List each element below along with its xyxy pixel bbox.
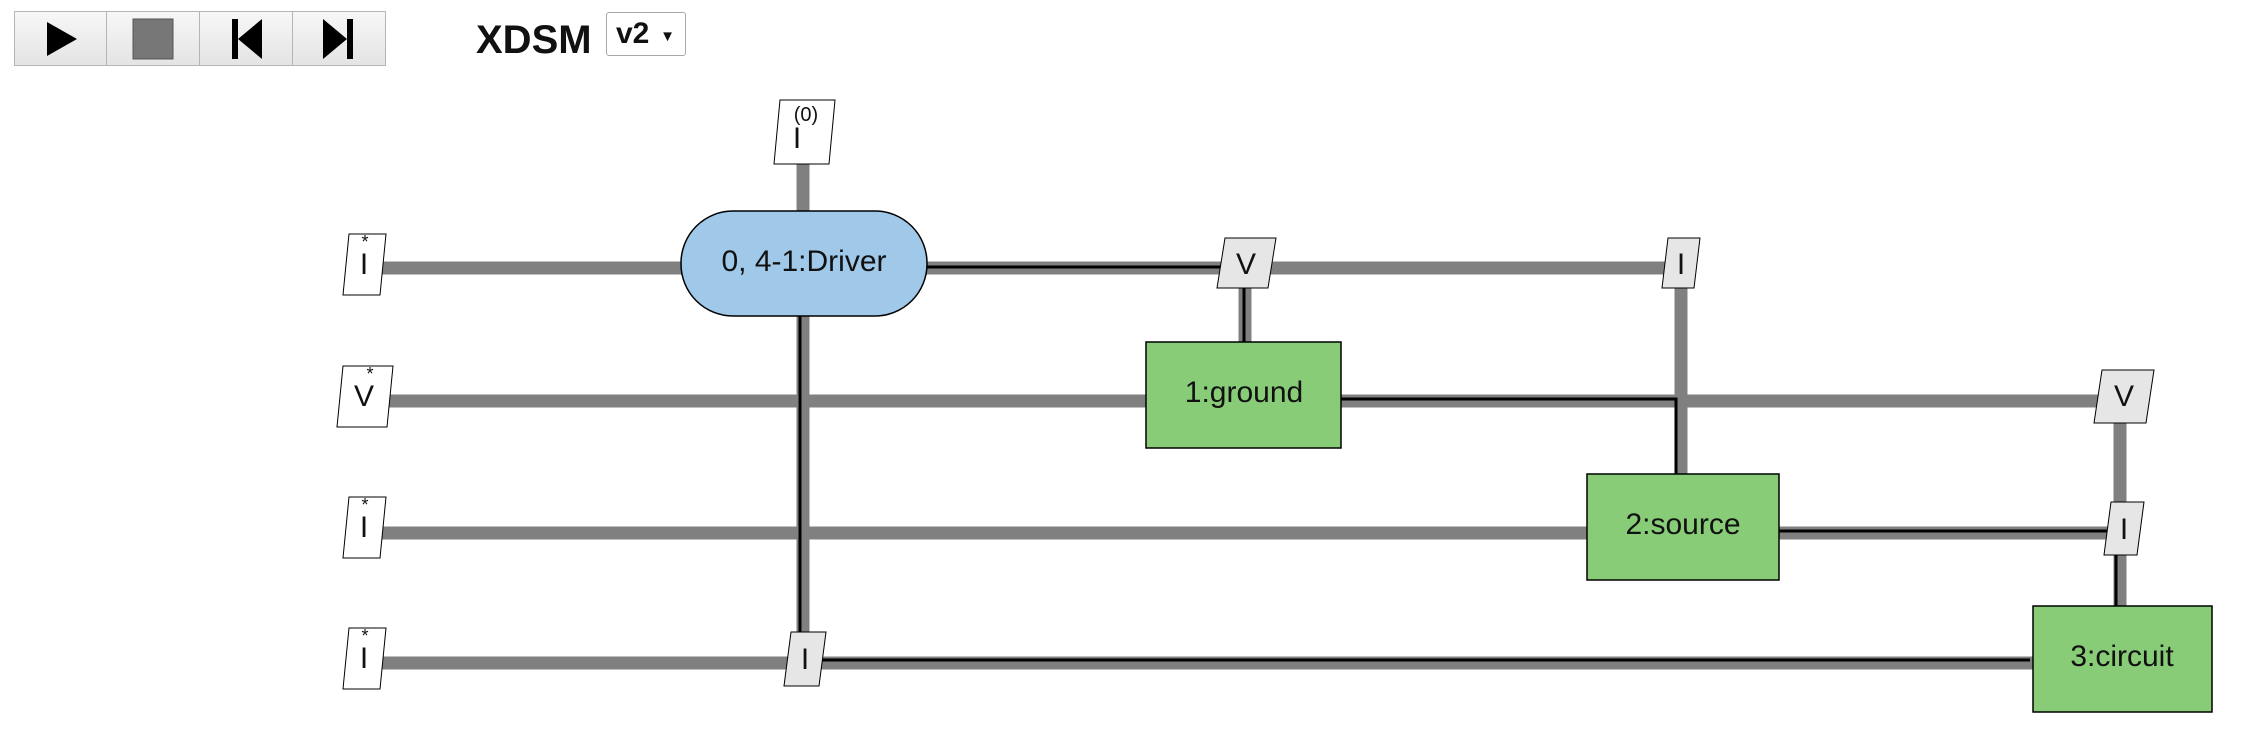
input-var-row-source-label: I xyxy=(360,511,368,544)
input-var-driver-top-label: I xyxy=(793,122,801,155)
version-select[interactable]: v2 ▼ xyxy=(606,12,686,56)
node-driver-label: 0, 4-1:Driver xyxy=(721,245,886,278)
input-var-row-circuit-label: I xyxy=(360,642,368,675)
process-line-circuit-driver xyxy=(798,310,2030,662)
process-lines xyxy=(798,265,2118,662)
input-var-row-driver: I * xyxy=(342,232,387,296)
play-button[interactable] xyxy=(14,11,107,66)
version-select-value: v2 xyxy=(616,17,650,50)
node-ground-label: 1:ground xyxy=(1185,376,1303,409)
coupling-var-driver-ground-label: V xyxy=(1236,248,1256,281)
input-var-row-circuit-sup: * xyxy=(361,626,368,646)
input-var-row-driver-label: I xyxy=(360,248,368,281)
coupling-var-source-circuit: I xyxy=(2103,501,2145,556)
coupling-var-circuit-driver-label: I xyxy=(801,643,809,676)
play-icon xyxy=(46,21,77,56)
page-title: XDSM xyxy=(476,18,592,62)
toolbar xyxy=(14,11,386,66)
node-driver[interactable]: 0, 4-1:Driver xyxy=(680,210,928,317)
stop-button[interactable] xyxy=(107,11,200,66)
coupling-var-source-circuit-label: I xyxy=(2120,513,2128,546)
input-var-row-driver-sup: * xyxy=(361,232,368,252)
coupling-var-circuit-driver: I xyxy=(783,631,827,687)
node-source-label: 2:source xyxy=(1625,508,1740,541)
input-var-row-ground: V * xyxy=(336,364,394,428)
node-ground[interactable]: 1:ground xyxy=(1145,341,1342,449)
input-var-row-ground-sup: * xyxy=(366,364,373,384)
node-circuit-label: 3:circuit xyxy=(2070,640,2174,673)
coupling-var-driver-source-label: I xyxy=(1677,248,1685,281)
input-var-driver-top-sup: (0) xyxy=(794,104,818,126)
coupling-var-driver-source: I xyxy=(1661,237,1701,289)
step-back-icon xyxy=(232,18,262,59)
coupling-var-driver-ground: V xyxy=(1216,237,1277,289)
node-source[interactable]: 2:source xyxy=(1586,473,1780,581)
node-circuit[interactable]: 3:circuit xyxy=(2032,605,2213,713)
step-forward-icon xyxy=(323,18,353,59)
coupling-var-ground-circuit: V xyxy=(2093,369,2155,424)
process-line-driver-ground xyxy=(900,265,1246,345)
coupling-var-ground-circuit-label: V xyxy=(2114,380,2134,413)
process-line-ground-source xyxy=(1335,397,1678,475)
input-var-driver-top: I (0) xyxy=(773,99,836,165)
input-var-row-source: I * xyxy=(342,495,387,559)
stop-icon xyxy=(132,18,174,59)
input-var-row-source-sup: * xyxy=(361,495,368,515)
chevron-down-icon: ▼ xyxy=(660,28,675,45)
input-var-row-circuit: I * xyxy=(342,626,387,690)
step-forward-button[interactable] xyxy=(293,11,386,66)
step-back-button[interactable] xyxy=(200,11,293,66)
process-line-source-circuit xyxy=(1770,529,2118,607)
input-var-row-ground-label: V xyxy=(354,380,374,413)
